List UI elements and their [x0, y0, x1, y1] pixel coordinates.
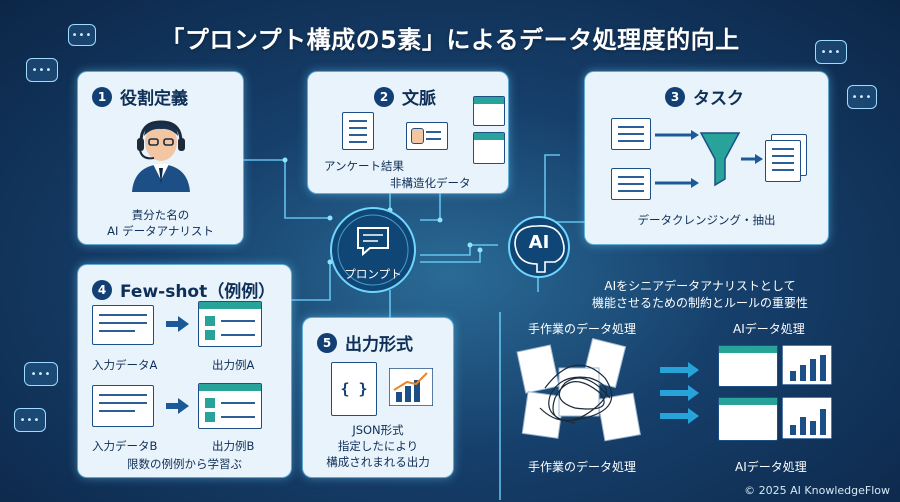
card-title: 出力形式: [345, 335, 413, 355]
ai-processing-top-label: AIデータ処理: [733, 322, 805, 336]
raw-data-document-icon: [611, 118, 651, 150]
card-task: 3 タスク データクレンジング・抽出: [585, 72, 828, 244]
step-number: 3: [665, 86, 685, 107]
manual-processing-bottom-label: 手作業のデータ処理: [528, 460, 637, 474]
prompt-label: プロンプト: [344, 267, 402, 281]
spreadsheet-icon: [473, 96, 505, 126]
role-line-2: AI データアナリスト: [107, 224, 214, 238]
page-title: 「プロンプト構成の5素」によるデータ処理度的向上: [160, 26, 740, 54]
messy-documents-icon: [516, 338, 641, 442]
chat-bubble-icon: •••: [815, 40, 847, 64]
chat-bubble-icon: •••: [26, 58, 58, 82]
input-data-b-label: 入力データB: [92, 439, 158, 453]
input-data-a-label: 入力データA: [92, 358, 158, 372]
copyright-footer: © 2025 AI KnowledgeFlow: [744, 484, 890, 497]
arrow-icon: [178, 398, 189, 414]
ai-label: AI: [528, 232, 550, 253]
output-example-a-label: 出力例A: [212, 358, 255, 372]
arrow-icon: [660, 390, 688, 396]
ai-brain-icon: [508, 216, 570, 278]
card-output-format: 5 出力形式 { } JSON形式 指定したにより 構成されまれる出力: [303, 318, 453, 477]
analyst-avatar-icon: [132, 120, 190, 192]
output-example-b-icon: [198, 383, 262, 429]
survey-document-icon: [342, 112, 374, 150]
card-title: タスク: [693, 89, 744, 109]
chat-bubble-icon: •••: [847, 85, 877, 109]
arrow-icon: [166, 403, 178, 409]
ai-table-icon: [718, 397, 778, 441]
card-title: 役割定義: [120, 89, 188, 109]
card-title: Few-shot（例例）: [120, 282, 276, 302]
arrow-icon: [166, 321, 178, 327]
arrow-icon: [688, 385, 699, 401]
chat-bubble-icon: •••: [68, 24, 96, 46]
ai-processing-bottom-label: AIデータ処理: [735, 460, 807, 474]
profile-card-icon: [406, 122, 448, 150]
output-line-3: 構成されまれる出力: [326, 455, 430, 469]
arrow-icon: [178, 316, 189, 332]
step-number: 5: [317, 332, 337, 353]
card-title: 文脈: [402, 89, 436, 109]
ai-table-icon: [718, 345, 778, 387]
context-label-survey: アンケート結果: [324, 159, 405, 173]
prompt-hub-icon: [330, 207, 416, 293]
card-context: 2 文脈 アンケート結果 非構造化データ: [308, 72, 508, 193]
arrow-icon: [660, 413, 688, 419]
input-data-b-icon: [92, 385, 154, 427]
output-line-2: 指定したにより: [337, 439, 419, 453]
arrow-icon: [688, 408, 699, 424]
chat-bubble-icon: •••: [24, 362, 58, 386]
filter-funnel-icon: [655, 130, 763, 188]
panel-heading-line-2: 機能させるための制約とルールの重要性: [591, 296, 808, 310]
manual-processing-top-label: 手作業のデータ処理: [528, 322, 637, 336]
step-number: 2: [374, 86, 394, 107]
ai-chart-icon: [782, 397, 832, 439]
output-example-a-icon: [198, 301, 262, 347]
panel-heading-line-1: AIをシニアデータアナリストとして: [604, 279, 796, 293]
step-number: 4: [92, 279, 112, 300]
step-number: 1: [92, 86, 112, 107]
arrow-icon: [660, 367, 688, 373]
few-shot-caption: 限数の例例から学習ぶ: [127, 457, 242, 471]
bar-chart-icon: [389, 368, 433, 406]
output-example-b-label: 出力例B: [212, 439, 255, 453]
arrow-icon: [688, 362, 699, 378]
json-document-icon: { }: [331, 362, 377, 416]
input-data-a-icon: [92, 305, 154, 345]
role-line-1: 責分た名の: [131, 208, 190, 222]
task-label: データクレンジング・抽出: [637, 213, 776, 227]
card-few-shot: 4 Few-shot（例例） 入力データA 出力例A 入力データB 出力例B 限…: [78, 265, 291, 477]
ai-chart-icon: [782, 345, 832, 385]
cleaned-data-document-icon: [765, 140, 801, 182]
raw-data-document-icon: [611, 168, 651, 200]
card-role-definition: 1 役割定義 責分た名の AI データアナリスト: [78, 72, 243, 244]
output-line-1: JSON形式: [352, 423, 404, 437]
spreadsheet-icon: [473, 132, 505, 164]
context-label-unstructured: 非構造化データ: [390, 176, 471, 190]
chat-bubble-icon: •••: [14, 408, 46, 432]
